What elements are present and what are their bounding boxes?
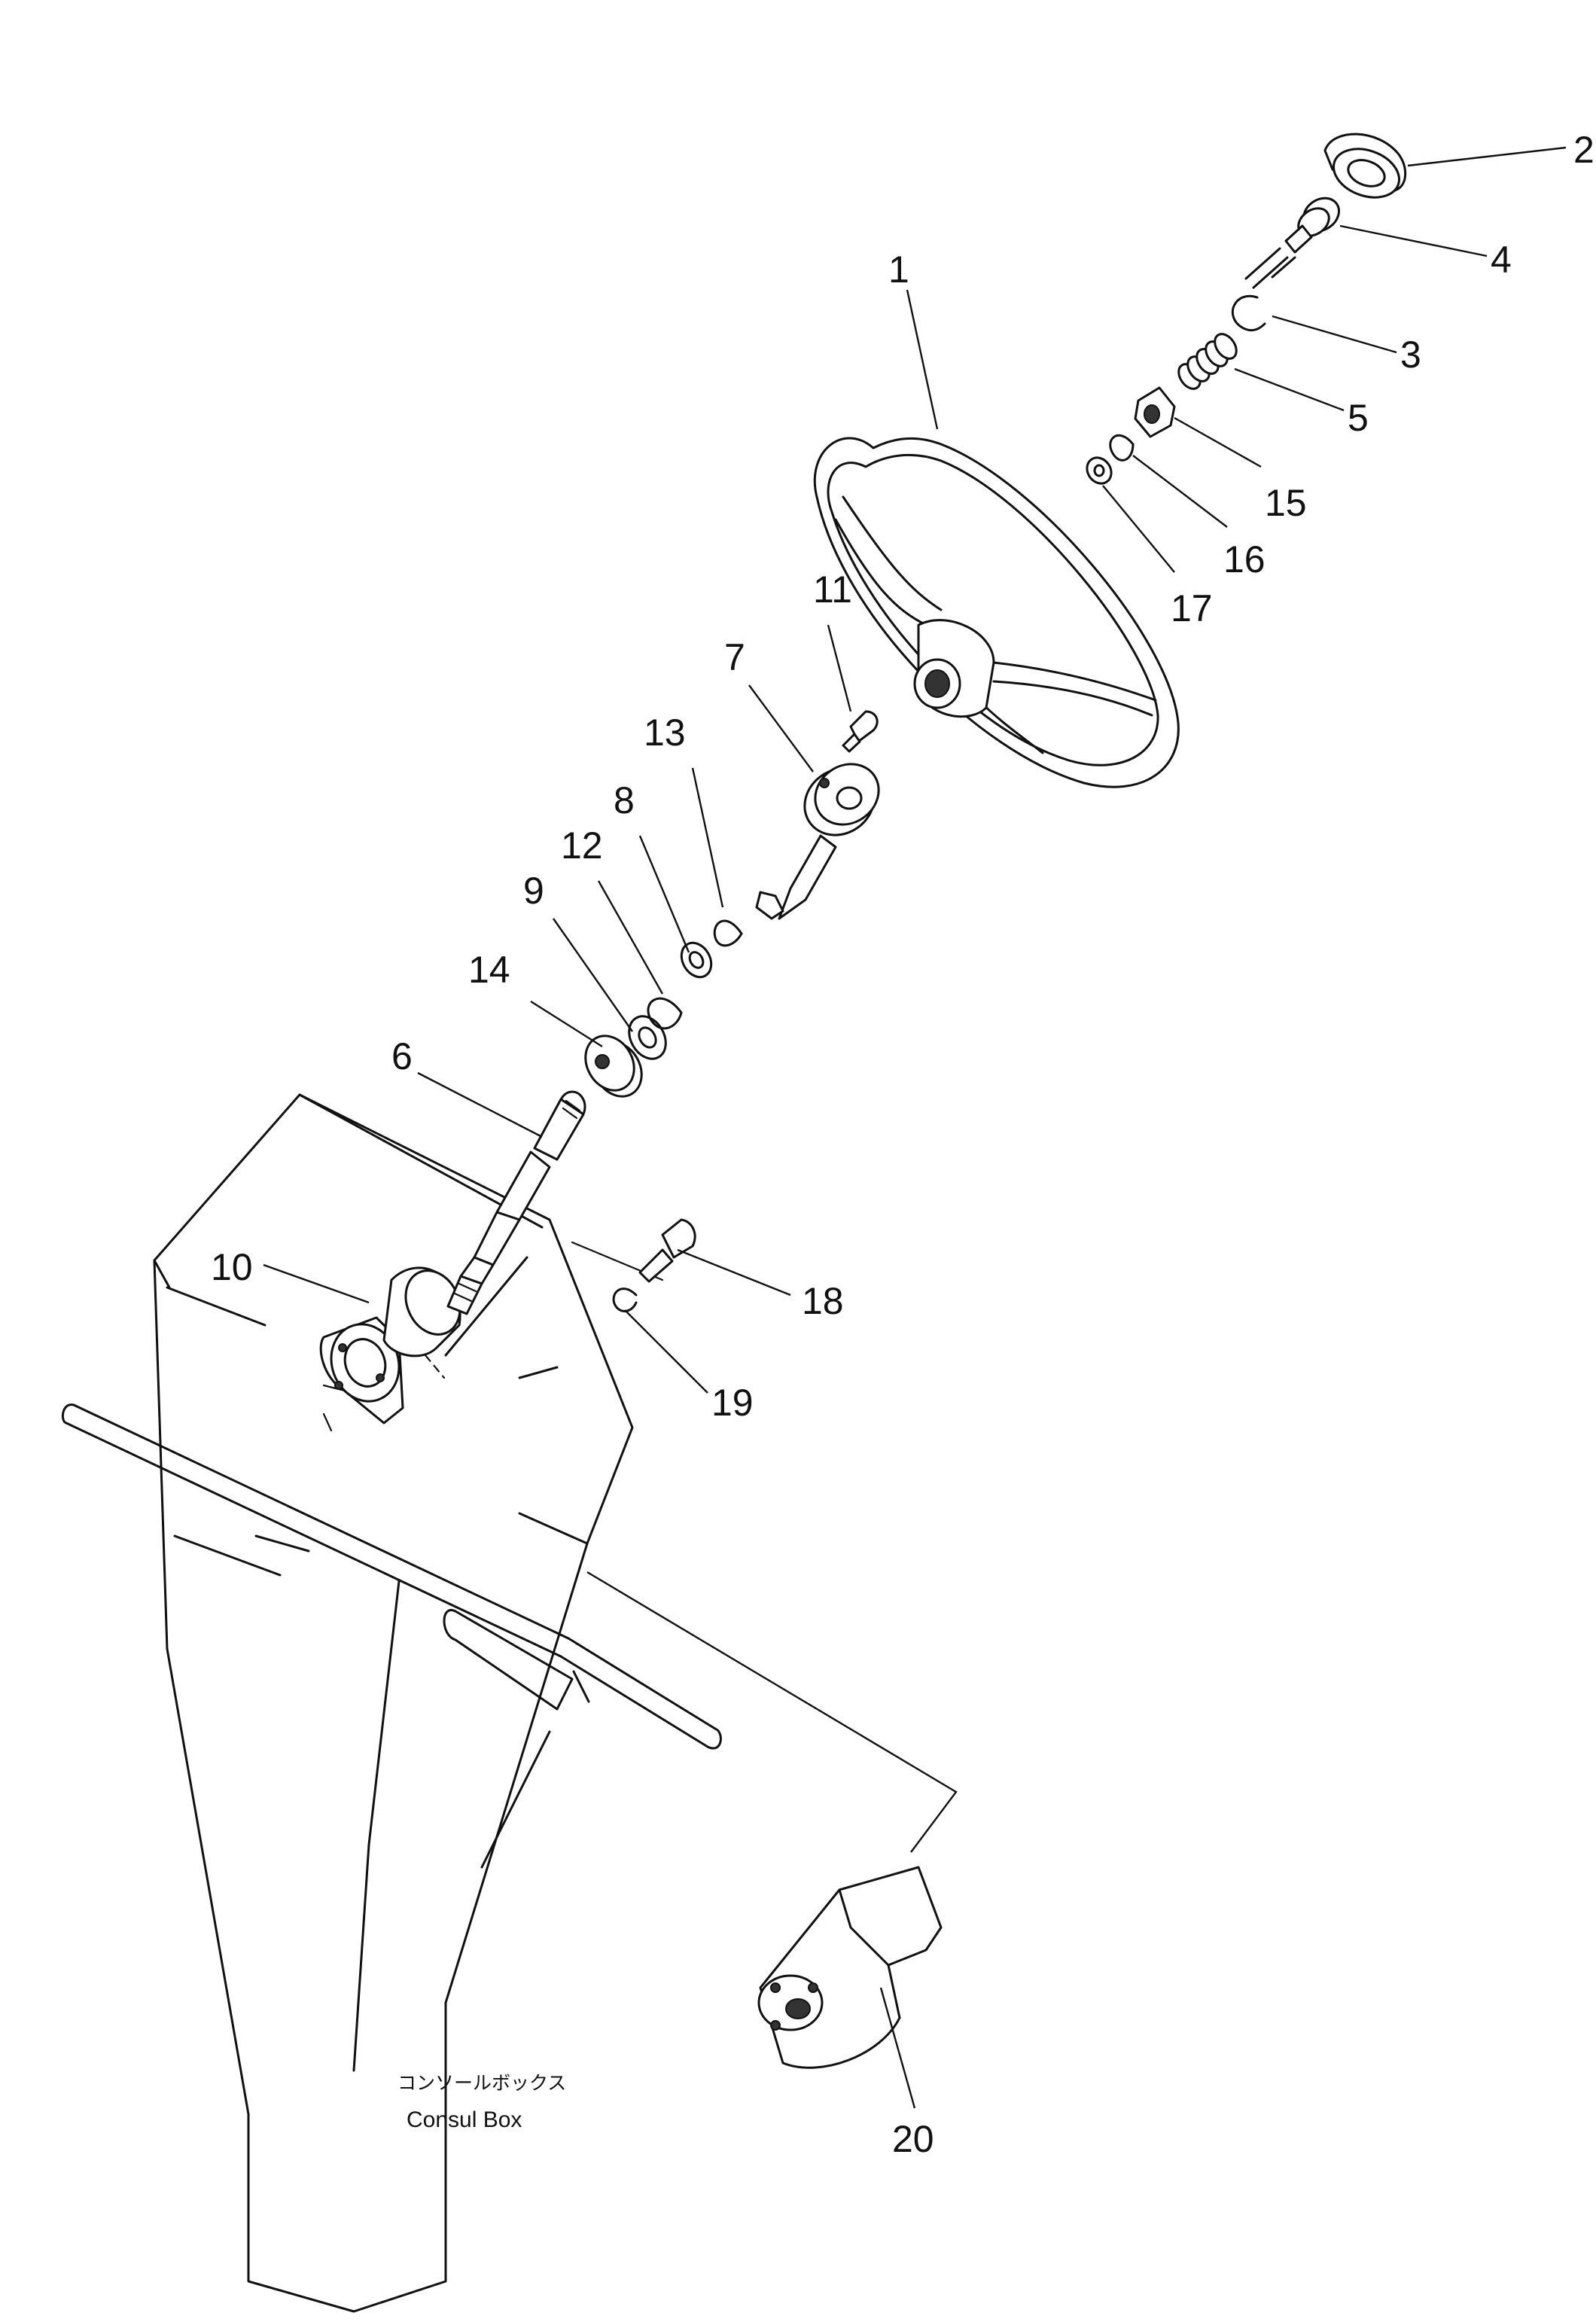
lock-washer-part-19 — [612, 1287, 638, 1312]
label-11: 11 — [813, 568, 852, 611]
column-boss-part-20 — [757, 1866, 943, 2069]
washer-part-8 — [680, 941, 713, 979]
label-19: 19 — [711, 1382, 754, 1424]
lock-washer-part-16 — [1109, 434, 1135, 462]
splined-shaft-part-6 — [446, 1090, 586, 1315]
label-2: 2 — [1573, 129, 1594, 171]
label-13: 13 — [644, 712, 686, 754]
label-4: 4 — [1491, 239, 1512, 281]
caption-japanese: コンソールボックス — [397, 2072, 566, 2094]
caption-english: Consul Box — [407, 2107, 522, 2132]
console-box-caption: コンソールボックス Consul Box — [397, 2072, 566, 2132]
label-20: 20 — [892, 2118, 934, 2160]
label-14: 14 — [468, 949, 510, 991]
steering-wheel-part-1 — [813, 437, 1180, 788]
label-5: 5 — [1348, 397, 1369, 439]
hub-part-7 — [755, 763, 880, 920]
part-labels: 2 4 3 5 1 15 16 17 11 7 13 8 12 9 14 6 1… — [211, 129, 1594, 2160]
label-10: 10 — [211, 1246, 253, 1288]
bolt-part-18 — [638, 1218, 696, 1283]
label-3: 3 — [1400, 334, 1421, 376]
label-8: 8 — [614, 779, 635, 821]
bearing-part-14 — [584, 1035, 643, 1098]
snap-ring-part-12 — [647, 997, 683, 1030]
column-flange-part-10 — [319, 1266, 461, 1432]
leader-lines — [263, 146, 1567, 2109]
label-7: 7 — [724, 636, 745, 678]
label-16: 16 — [1223, 538, 1266, 580]
steering-shaft — [61, 1403, 722, 1750]
nut-part-15 — [1134, 386, 1176, 438]
snap-ring-part-3 — [1232, 294, 1266, 332]
label-15: 15 — [1265, 482, 1307, 524]
spring-part-5 — [1177, 333, 1238, 390]
label-17: 17 — [1171, 587, 1213, 629]
horn-cap-part-2 — [1323, 133, 1407, 199]
label-18: 18 — [802, 1280, 844, 1322]
horn-contact-part-4 — [1244, 197, 1340, 289]
label-1: 1 — [888, 248, 909, 291]
label-9: 9 — [523, 870, 544, 912]
label-12: 12 — [561, 824, 603, 867]
snap-ring-part-13 — [713, 919, 743, 947]
label-6: 6 — [391, 1035, 413, 1077]
assembly-line — [586, 1571, 958, 1853]
screw-part-11 — [842, 710, 879, 753]
washer-part-17 — [1086, 456, 1113, 485]
